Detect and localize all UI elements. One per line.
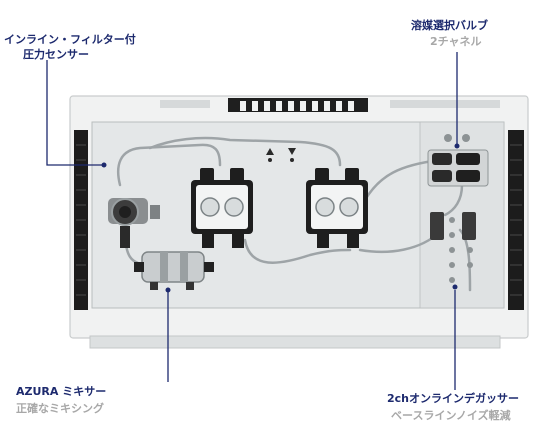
- side-grill-right: [508, 130, 524, 310]
- solvent-selection-valve: [427, 134, 489, 187]
- pump-head-left: [191, 168, 253, 248]
- callout-mixer-title: AZURA ミキサー: [16, 385, 107, 398]
- callout-solvent-valve-subtitle: 2チャネル: [430, 35, 482, 48]
- callout-mixer-subtitle: 正確なミキシング: [16, 402, 104, 415]
- flow-indicators: [266, 148, 296, 162]
- callout-degasser-subtitle: ベースラインノイズ軽減: [391, 409, 511, 422]
- callout-solvent-valve-title: 溶媒選択バルブ: [411, 19, 488, 32]
- callout-degasser-title: 2chオンラインデガッサー: [387, 392, 520, 405]
- callout-inline-filter-line1: インライン・フィルター付: [4, 33, 136, 46]
- degasser: [430, 212, 476, 290]
- pressure-sensor: [108, 198, 160, 248]
- callout-leader-lines: [46, 52, 458, 390]
- callout-inline-filter-line2: 圧力センサー: [23, 48, 89, 61]
- mixer: [134, 251, 214, 290]
- callout-dots: [101, 143, 460, 293]
- side-grill-left: [74, 130, 88, 310]
- pump-head-right: [306, 168, 368, 248]
